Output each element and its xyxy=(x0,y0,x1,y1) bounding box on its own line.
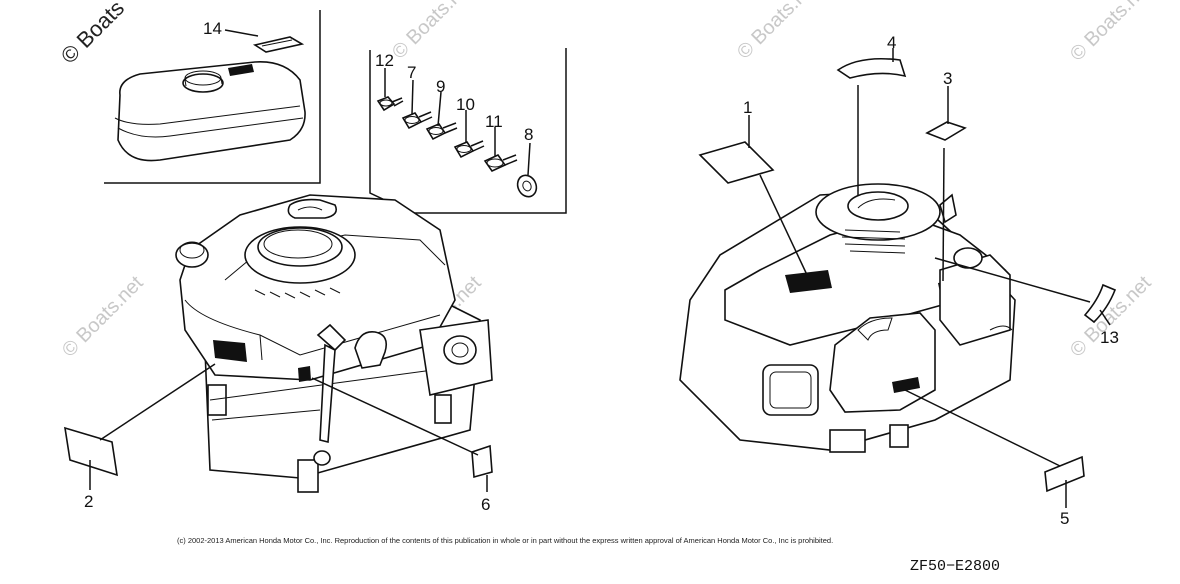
callout-13: 13 xyxy=(1100,328,1119,347)
decal-6 xyxy=(471,444,493,479)
bolt-7 xyxy=(401,111,433,130)
callout-10: 10 xyxy=(456,95,475,114)
callout-2: 2 xyxy=(84,492,93,511)
bolts-inset xyxy=(369,48,567,214)
fuel-tank-inset xyxy=(104,10,321,184)
washer-8 xyxy=(516,174,538,198)
decal-5 xyxy=(1044,455,1085,493)
engine-right xyxy=(679,183,1016,453)
callout-1: 1 xyxy=(743,98,752,117)
callout-11: 11 xyxy=(485,112,503,131)
callout-9: 9 xyxy=(436,77,445,96)
engine-left xyxy=(175,194,493,493)
callouts: 1 2 3 4 5 6 7 8 9 10 11 12 13 14 xyxy=(84,19,1119,528)
decal-1 xyxy=(698,141,775,184)
decal-2 xyxy=(64,426,118,477)
watermark: © Boats.net xyxy=(388,0,478,64)
callout-4: 4 xyxy=(887,33,896,52)
watermark: © Boats.net xyxy=(58,272,148,362)
decal-4 xyxy=(836,57,907,79)
callout-8: 8 xyxy=(524,125,533,144)
callout-12: 12 xyxy=(375,51,394,70)
watermark-primary: © Boats xyxy=(56,0,129,69)
callout-3: 3 xyxy=(943,69,952,88)
watermark: © Boats.net xyxy=(1066,0,1156,66)
watermark: © Boats.net xyxy=(1066,272,1156,362)
diagram-code: ZF50−E2800 xyxy=(910,558,1000,575)
bolt-11 xyxy=(483,153,518,173)
bolt-9 xyxy=(425,122,458,141)
watermark: © Boats.net xyxy=(733,0,823,64)
callout-14: 14 xyxy=(203,19,222,38)
bolt-12 xyxy=(376,96,404,112)
callout-5: 5 xyxy=(1060,509,1069,528)
decal-13 xyxy=(1083,283,1117,324)
copyright-notice: (c) 2002-2013 American Honda Motor Co., … xyxy=(177,536,833,545)
decal-3 xyxy=(925,121,967,141)
callout-7: 7 xyxy=(407,63,416,82)
callout-6: 6 xyxy=(481,495,490,514)
bolt-10 xyxy=(453,140,485,159)
